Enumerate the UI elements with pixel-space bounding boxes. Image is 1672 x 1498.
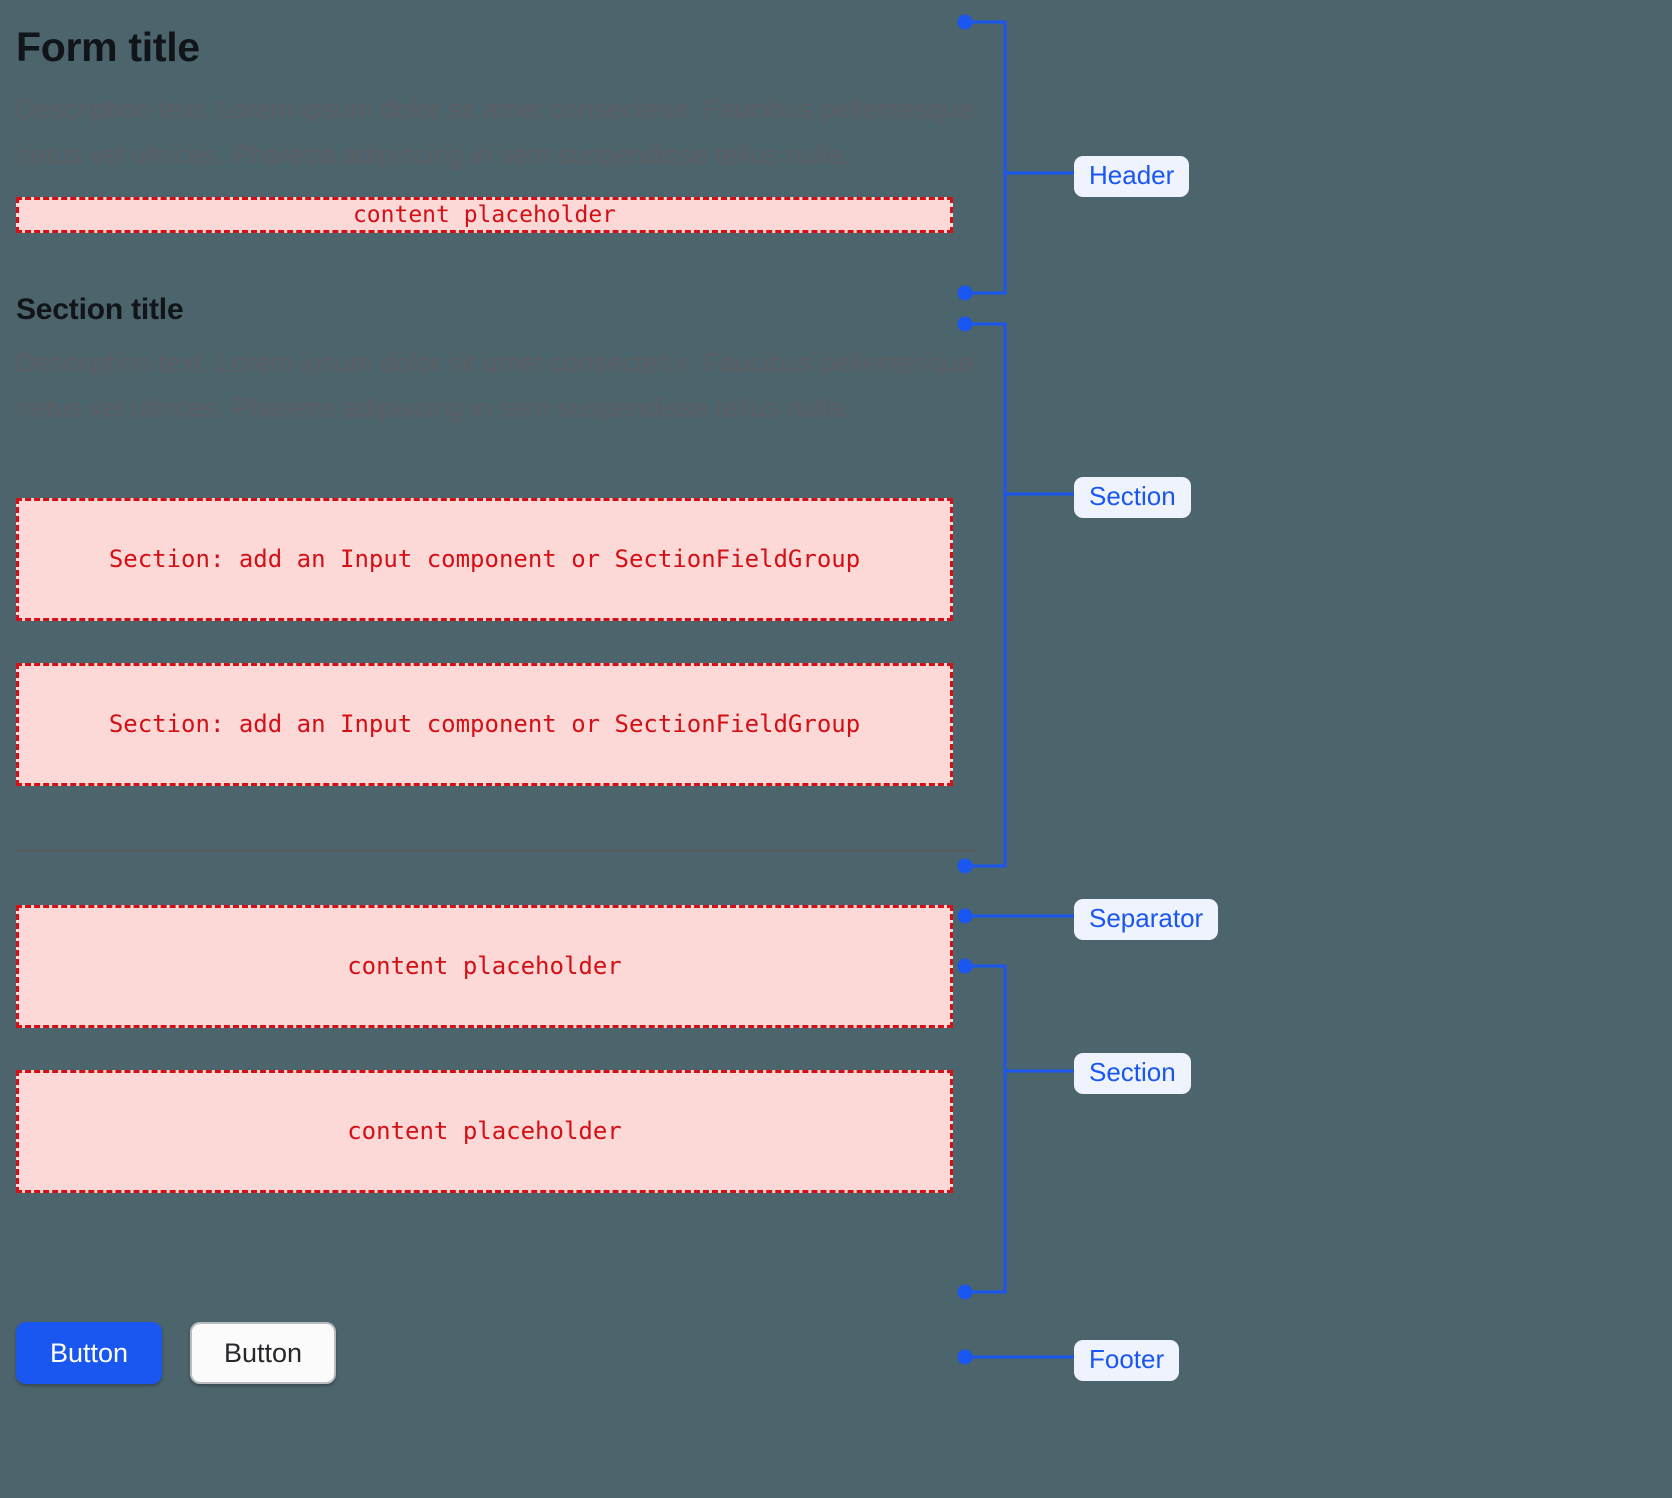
page-title: Form title [16, 24, 200, 70]
section-field-placeholder-2: Section: add an Input component or Secti… [16, 662, 953, 786]
annotation-label-footer: Footer [1074, 1340, 1180, 1381]
section-title: Section title [16, 292, 184, 326]
header-description-text: Description text. Lorem ipsum dolor sit … [16, 94, 974, 170]
annotation-label-section-one: Section [1074, 477, 1191, 518]
section-one-block: Section title Description text. Lorem ip… [16, 293, 1016, 786]
secondary-button[interactable]: Button [190, 1322, 336, 1384]
annotation-label-header: Header [1074, 156, 1190, 197]
form-content-column: Form title Description text. Lorem ipsum… [16, 0, 1016, 1193]
section-two-content-placeholder-2: content placeholder [16, 1069, 953, 1193]
form-header-block: Form title Description text. Lorem ipsum… [16, 0, 1016, 233]
anchor-dot-section-two-bottom [957, 1284, 973, 1300]
section-two-block: content placeholder content placeholder [16, 904, 1016, 1193]
annotation-label-section-two: Section [1074, 1053, 1191, 1094]
annotation-label-separator: Separator [1074, 899, 1219, 940]
section-field-placeholder-1: Section: add an Input component or Secti… [16, 497, 953, 621]
section-two-content-placeholder-1: content placeholder [16, 904, 953, 1028]
header-content-placeholder: content placeholder [16, 196, 953, 233]
form-footer-actions: Button Button [16, 1322, 336, 1384]
primary-button[interactable]: Button [16, 1322, 162, 1384]
anchor-dot-footer [957, 1349, 973, 1365]
separator-rule [16, 849, 978, 852]
section-description-text: Description text. Lorem ipsum dolor sit … [16, 347, 974, 424]
